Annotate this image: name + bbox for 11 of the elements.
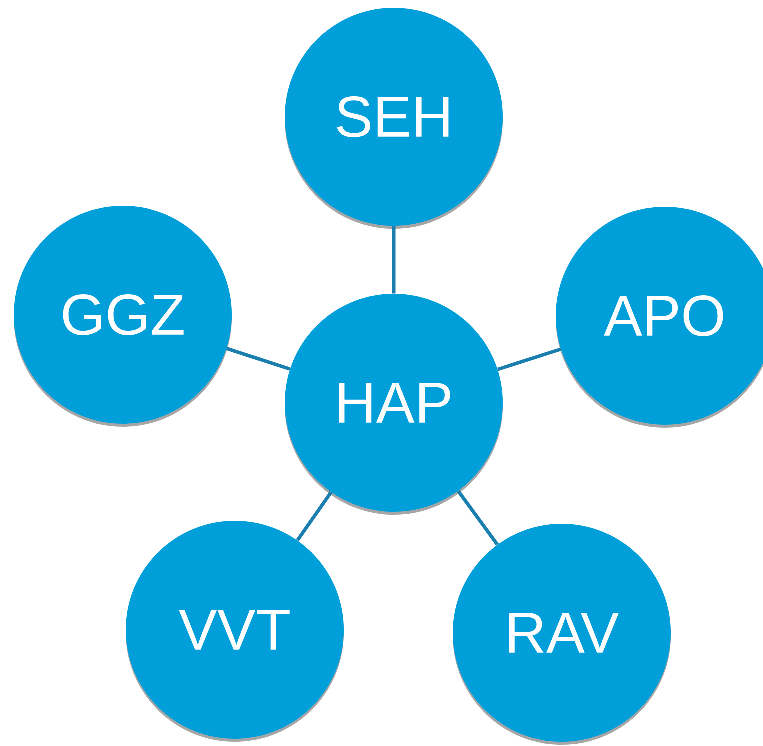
connector-line <box>296 491 333 542</box>
connector-line <box>497 348 562 372</box>
circle-node: GGZ <box>14 206 232 427</box>
circle-node: SEH <box>285 8 503 229</box>
circle-node: APO <box>556 206 763 428</box>
circle-node: HAP <box>285 294 503 515</box>
circle-node: VVT <box>126 520 344 742</box>
connector-line <box>457 490 500 546</box>
connector-line <box>392 226 396 294</box>
circle-node: RAV <box>453 524 671 745</box>
connector-line <box>226 347 291 371</box>
